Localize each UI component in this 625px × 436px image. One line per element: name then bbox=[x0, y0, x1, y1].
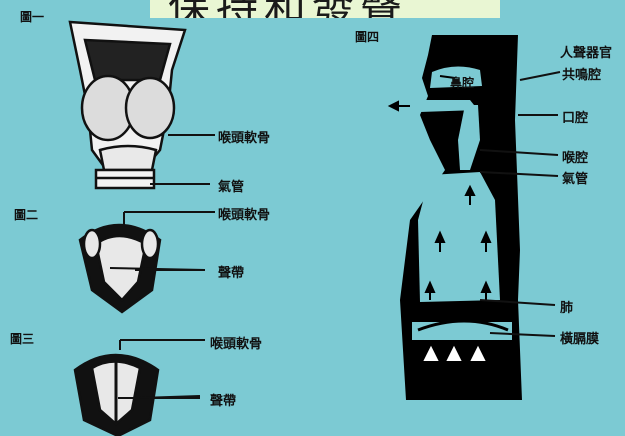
fig1-larynx-cartilage-label: 喉頭軟骨 bbox=[218, 131, 271, 146]
fig1-larynx bbox=[68, 20, 215, 190]
fig2-label: 圖二 bbox=[14, 208, 39, 222]
fig4-silhouette bbox=[400, 35, 522, 400]
fig4-airflow-arrows bbox=[387, 75, 492, 361]
page-title: 保持和發聲 bbox=[168, 0, 408, 18]
title-band: 保持和發聲 bbox=[150, 0, 500, 18]
fig3-larynx-cartilage-label: 喉頭軟骨 bbox=[210, 337, 263, 352]
fig2-vocal-folds bbox=[78, 211, 215, 314]
fig4-laryngeal-cavity-label: 喉腔 bbox=[562, 151, 589, 166]
fig4-label: 圖四 bbox=[355, 30, 380, 44]
fig4-nasal-cavity-label: 鼻腔 bbox=[450, 76, 475, 90]
fig4-lung-label: 肺 bbox=[560, 301, 574, 316]
fig1-trachea-label: 氣管 bbox=[218, 180, 245, 195]
fig4-oral-cavity-label: 口腔 bbox=[562, 111, 589, 126]
fig4-diaphragm-label: 橫膈膜 bbox=[560, 332, 600, 347]
fig3-vocal-folds bbox=[73, 339, 205, 436]
fig3-label: 圖三 bbox=[10, 332, 35, 346]
fig4-trachea-label: 氣管 bbox=[562, 172, 589, 187]
fig2-larynx-cartilage-label: 喉頭軟骨 bbox=[218, 208, 271, 223]
fig2-vocal-folds-label: 聲帶 bbox=[218, 266, 245, 281]
fig4-vocal-apparatus-label: 人聲器官 bbox=[560, 46, 613, 61]
fig4-leader-lines bbox=[479, 71, 561, 337]
fig3-vocal-folds-label: 聲帶 bbox=[210, 394, 237, 409]
fig1-label: 圖一 bbox=[20, 10, 45, 24]
fig4-resonance-cavity-label: 共鳴腔 bbox=[562, 68, 602, 83]
